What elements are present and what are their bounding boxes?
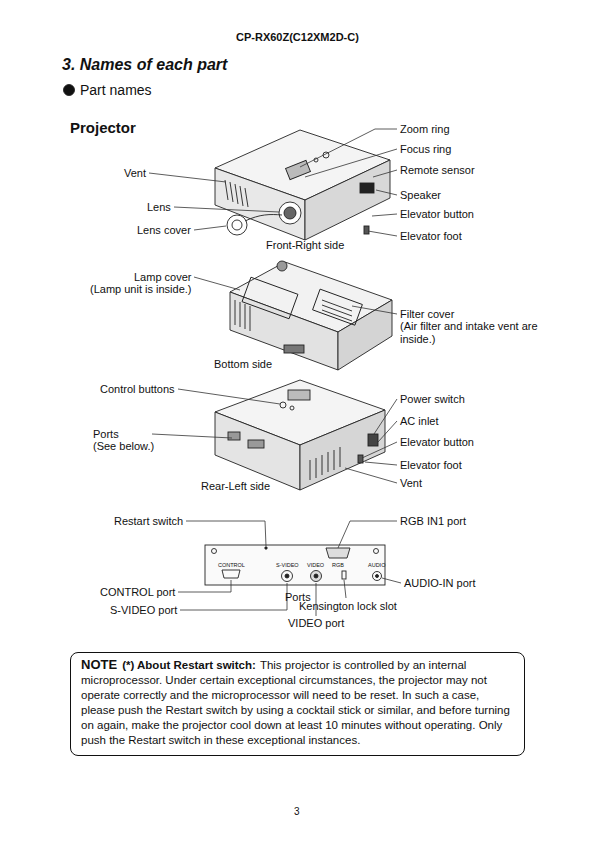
part-label: AC inlet xyxy=(400,415,439,428)
part-label: Vent xyxy=(124,167,146,180)
part-label: AUDIO-IN port xyxy=(404,577,476,590)
section-title: 3. Names of each part xyxy=(62,55,227,74)
model-number: CP-RX60Z(C12XM2D-C) xyxy=(236,31,359,44)
part-label: Speaker xyxy=(400,189,441,202)
part-label: Vent xyxy=(400,477,422,490)
part-note: (Lamp unit is inside.) xyxy=(90,283,192,296)
part-label: Kensington lock slot xyxy=(299,600,397,613)
part-label: Elevator button xyxy=(400,436,474,449)
note-box: NOTE (*) About Restart switch:This projec… xyxy=(70,652,525,756)
port-marking: S-VIDEO xyxy=(276,562,299,569)
part-label: RGB IN1 port xyxy=(400,515,466,528)
section-subheading: Part names xyxy=(80,82,152,99)
part-label: Power switch xyxy=(400,393,465,406)
part-label: Elevator button xyxy=(400,208,474,221)
part-label: Zoom ring xyxy=(400,123,450,136)
part-label: Focus ring xyxy=(400,143,451,156)
part-label: VIDEO port xyxy=(288,617,344,630)
group-heading: Projector xyxy=(70,119,136,137)
port-marking: RGB xyxy=(332,562,344,569)
part-label: Elevator foot xyxy=(400,459,462,472)
port-marking: AUDIO xyxy=(368,562,385,569)
view-caption: Front-Right side xyxy=(266,239,344,252)
part-label: Filter cover xyxy=(400,308,454,321)
note-heading: NOTE xyxy=(81,657,117,672)
view-caption: Bottom side xyxy=(214,358,272,371)
note-subheading: (*) About Restart switch: xyxy=(122,659,256,671)
part-label: Control buttons xyxy=(100,383,175,396)
page-number: 3 xyxy=(294,806,300,818)
note-body: This projector is controlled by an inter… xyxy=(81,659,510,746)
part-label: Elevator foot xyxy=(400,230,462,243)
part-label: Restart switch xyxy=(114,515,183,528)
part-note: (See below.) xyxy=(93,440,154,453)
view-caption: Rear-Left side xyxy=(201,480,270,493)
part-note: (Air filter and intake vent are inside.) xyxy=(400,320,560,346)
port-marking: CONTROL xyxy=(218,562,245,569)
part-label: Remote sensor xyxy=(400,164,475,177)
part-label: CONTROL port xyxy=(100,586,175,599)
part-label: Lens xyxy=(147,201,171,214)
port-marking: VIDEO xyxy=(307,562,324,569)
part-label: Lens cover xyxy=(137,224,191,237)
part-label: Lamp cover xyxy=(134,271,191,284)
part-label: S-VIDEO port xyxy=(110,604,177,617)
part-label: Ports xyxy=(93,428,119,441)
